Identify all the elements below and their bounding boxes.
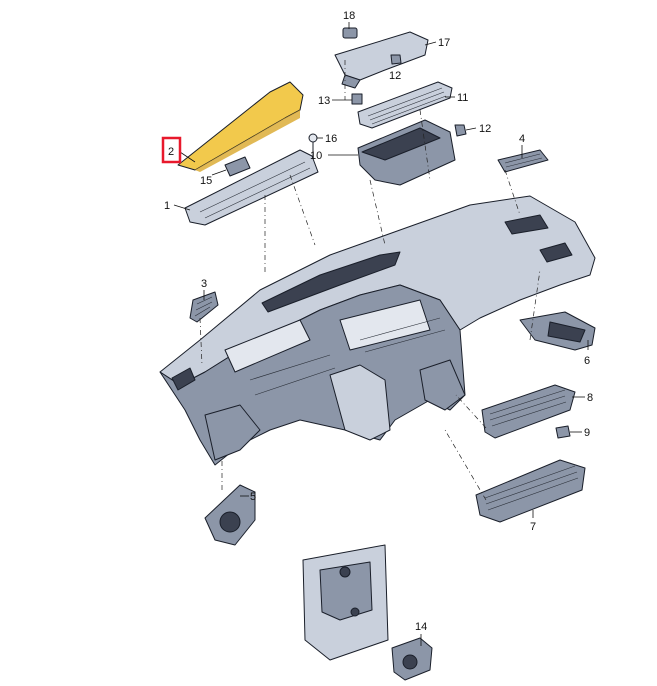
part-7-center-vent xyxy=(475,459,586,523)
callout-5[interactable]: 5 xyxy=(250,491,256,503)
part-4-vent xyxy=(497,149,549,173)
callout-6[interactable]: 6 xyxy=(584,355,590,367)
part-12-clip xyxy=(454,124,467,137)
callout-11[interactable]: 11 xyxy=(457,92,468,104)
callout-2[interactable]: 2 xyxy=(168,146,174,158)
part-9-clip xyxy=(555,425,571,439)
part-15-switch xyxy=(224,156,251,177)
callout-9[interactable]: 9 xyxy=(584,427,590,439)
part-6-side-vent xyxy=(519,311,596,351)
part-12-clip-upper xyxy=(390,54,402,65)
callout-7[interactable]: 7 xyxy=(530,521,536,533)
callout-14[interactable]: 14 xyxy=(415,621,427,633)
inset-under-dash-view xyxy=(302,544,389,661)
part-5-vent xyxy=(204,484,256,546)
part-1-trim-frame xyxy=(184,149,319,226)
part-10-air-duct xyxy=(357,119,456,186)
leader-lines xyxy=(173,22,589,646)
callout-4[interactable]: 4 xyxy=(519,133,525,145)
callout-18[interactable]: 18 xyxy=(343,10,355,22)
callout-8[interactable]: 8 xyxy=(587,392,593,404)
part-11-grille xyxy=(357,81,453,129)
callout-15[interactable]: 15 xyxy=(200,175,212,187)
callout-12[interactable]: 12 xyxy=(479,123,491,135)
callout-12-upper[interactable]: 12 xyxy=(389,70,401,82)
callout-10[interactable]: 10 xyxy=(310,150,322,162)
part-14-connector xyxy=(391,637,433,681)
part-17-bracket xyxy=(334,31,429,89)
callout-13[interactable]: 13 xyxy=(318,95,330,107)
part-8-center-vent xyxy=(481,384,576,439)
callout-1[interactable]: 1 xyxy=(164,200,170,212)
assembly-lines xyxy=(199,60,541,501)
callout-3[interactable]: 3 xyxy=(201,278,207,290)
callout-16[interactable]: 16 xyxy=(325,133,337,145)
part-2-cover[interactable] xyxy=(177,81,304,172)
part-13-clip xyxy=(351,93,363,105)
part-18-clip xyxy=(342,27,358,39)
highlight-frame xyxy=(161,136,182,164)
callout-17[interactable]: 17 xyxy=(438,37,450,49)
callout-labels: 1 2 3 4 5 6 7 8 9 10 11 12 12 13 14 15 1… xyxy=(164,10,593,633)
part-3-side-vent xyxy=(189,291,219,323)
dashboard-body xyxy=(159,195,596,466)
